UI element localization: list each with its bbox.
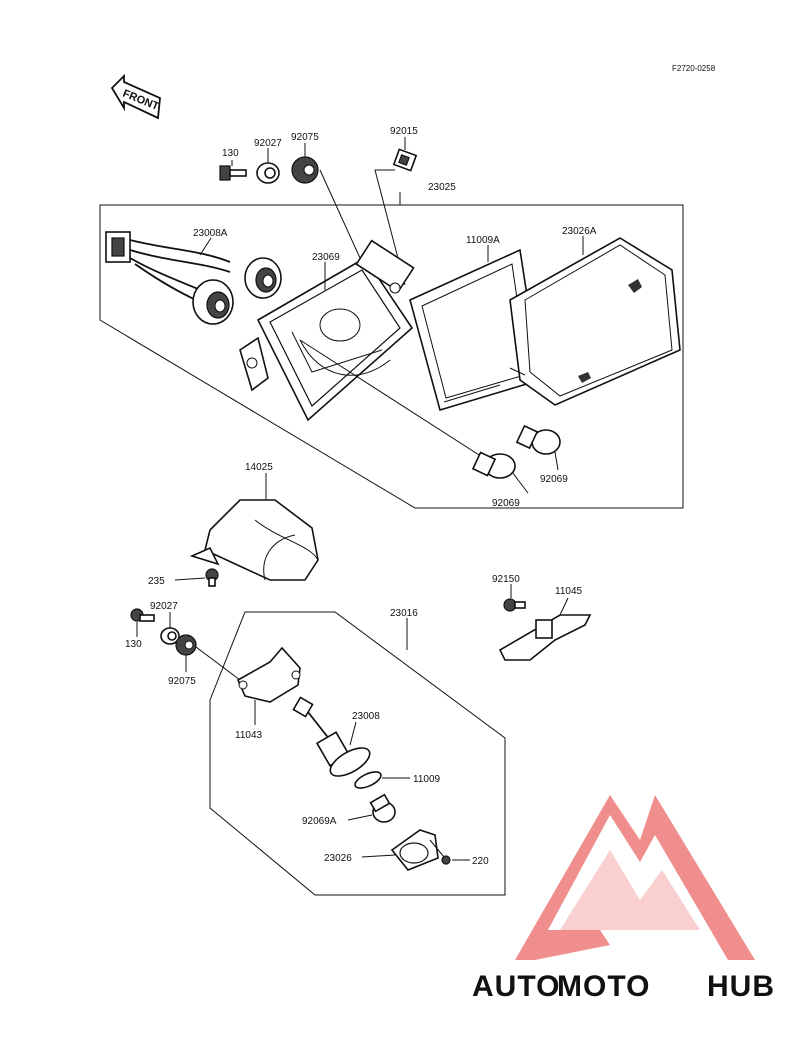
bulb-92069-b-icon bbox=[515, 424, 561, 455]
bolt-130-icon bbox=[219, 165, 247, 181]
label-220: 220 bbox=[472, 856, 489, 867]
gasket-11009 bbox=[354, 771, 382, 789]
label-92015: 92015 bbox=[390, 126, 418, 137]
label-23069: 23069 bbox=[312, 252, 340, 263]
label-11009A: 11009A bbox=[466, 235, 500, 246]
label-235: 235 bbox=[148, 576, 165, 587]
logo-text-auto: AUTO bbox=[472, 970, 560, 1003]
logo-text-hub: HUB bbox=[707, 970, 775, 1003]
label-23008: 23008 bbox=[352, 711, 380, 722]
lens-11009A bbox=[409, 248, 541, 412]
label-130-bottom: 130 bbox=[125, 639, 142, 650]
label-23026: 23026 bbox=[324, 853, 352, 864]
front-arrow-icon: FRONT bbox=[110, 73, 161, 120]
bolt-130-bottom-icon bbox=[130, 608, 155, 622]
automotohub-logo bbox=[515, 795, 755, 960]
headlight-cover-23026A bbox=[509, 237, 681, 406]
collar-92027-bottom-icon bbox=[160, 627, 180, 645]
collar-92027-icon bbox=[256, 162, 280, 184]
label-130-top: 130 bbox=[222, 148, 239, 159]
screw-235-icon bbox=[205, 568, 219, 587]
bracket-11045 bbox=[498, 614, 592, 661]
grommet-92075-icon bbox=[291, 156, 319, 184]
label-23008A: 23008A bbox=[193, 228, 228, 239]
grommet-92075-bottom-icon bbox=[175, 634, 197, 656]
figure-code: F2720-0258 bbox=[672, 64, 716, 73]
label-92069-a: 92069 bbox=[492, 498, 520, 509]
wiring-harness-23008A bbox=[105, 231, 282, 325]
assembly-frame-23016 bbox=[209, 611, 506, 896]
label-92075-top: 92075 bbox=[291, 132, 319, 143]
label-92075-bottom: 92075 bbox=[168, 676, 196, 687]
label-11045: 11045 bbox=[555, 586, 583, 597]
lens-cover-23026 bbox=[390, 829, 439, 871]
logo-text-moto: MOTO bbox=[557, 970, 650, 1003]
label-23016: 23016 bbox=[390, 608, 418, 619]
label-92069-b: 92069 bbox=[540, 474, 568, 485]
label-23025: 23025 bbox=[428, 182, 456, 193]
bulb-92069-a-icon bbox=[471, 451, 516, 479]
label-14025: 14025 bbox=[245, 462, 273, 473]
bulb-92069A-icon bbox=[369, 793, 396, 823]
socket-23008 bbox=[292, 696, 371, 777]
label-11043: 11043 bbox=[235, 730, 263, 741]
nut-92015-icon bbox=[392, 148, 418, 172]
logo-triangle-icon bbox=[515, 795, 755, 960]
label-92027-top: 92027 bbox=[254, 138, 282, 149]
screw-220-icon bbox=[429, 839, 451, 865]
label-92027-bottom: 92027 bbox=[150, 601, 178, 612]
assembly-frame-23025 bbox=[99, 204, 684, 509]
label-23026A: 23026A bbox=[562, 226, 597, 237]
screw-92150-icon bbox=[503, 598, 526, 612]
bracket-11043 bbox=[236, 646, 301, 703]
label-92150: 92150 bbox=[492, 574, 520, 585]
label-11009: 11009 bbox=[413, 774, 441, 785]
headlight-housing-23069 bbox=[239, 239, 415, 422]
label-92069A: 92069A bbox=[302, 816, 337, 827]
lamp-cover-14025 bbox=[189, 499, 319, 581]
